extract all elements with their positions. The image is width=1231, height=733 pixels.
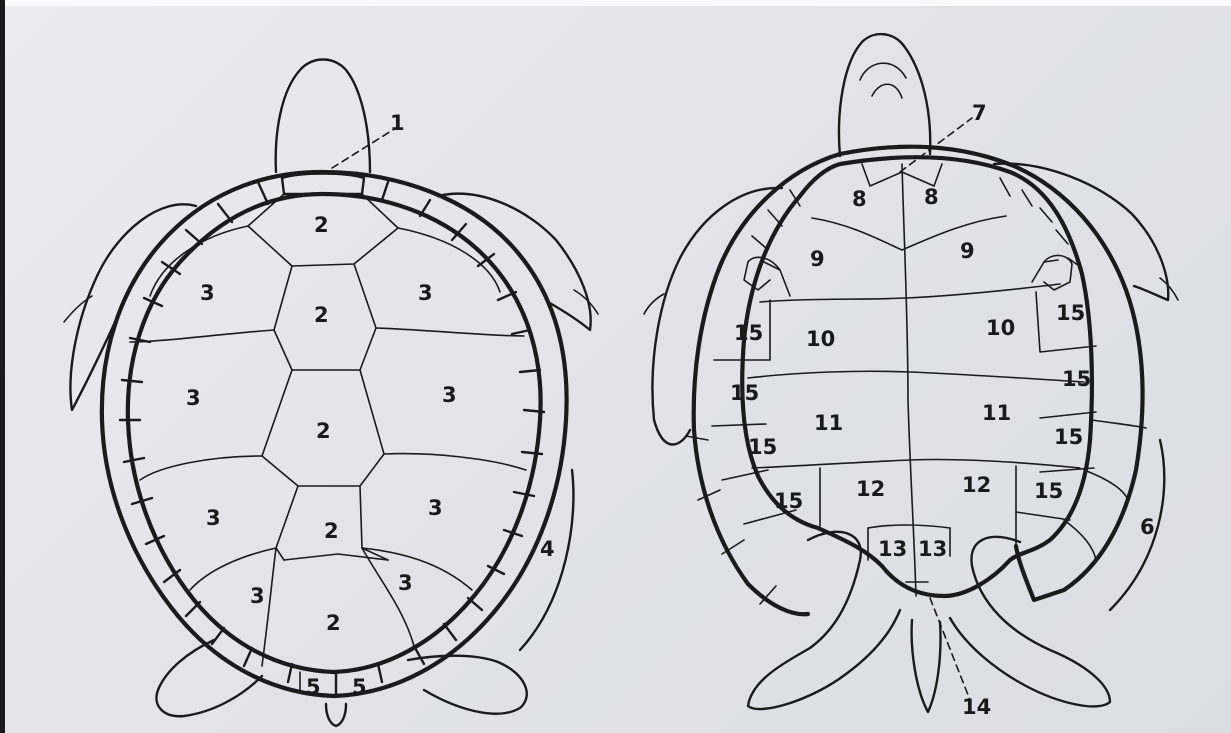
plastron-label-abdominal-left: 10 (806, 327, 835, 351)
carapace-figure: 1 2 2 2 2 2 3 3 3 3 3 3 3 3 4 5 5 (64, 60, 598, 727)
plastron-label-humeral-left: 8 (852, 187, 867, 211)
plastron-head-jaw (860, 63, 906, 80)
plastron-label-anal-right: 12 (962, 473, 991, 497)
plastron-midline (902, 164, 916, 596)
plastron-right-rear-flipper (950, 537, 1110, 706)
carapace-right-front-flipper (438, 194, 591, 330)
carapace-head (276, 60, 370, 173)
carapace-label-costal-right-2: 3 (442, 383, 457, 407)
carapace-label-costal-right-3: 3 (428, 496, 443, 520)
plastron-label-pectoral-right: 9 (960, 239, 975, 263)
carapace-left-front-flipper (70, 204, 196, 410)
carapace-right-rear-flipper (408, 656, 527, 714)
carapace-label-vertebral-5: 2 (326, 611, 341, 635)
carapace-label-vertebral-2: 2 (314, 303, 329, 327)
plastron-label-anal-left: 12 (856, 477, 885, 501)
plastron-label-lower-right: 13 (918, 537, 947, 561)
plastron-figure: 7 8 8 9 9 10 10 11 11 12 12 13 13 14 15 … (644, 34, 1178, 719)
plastron-label-6: 6 (1140, 515, 1155, 539)
plastron-label-inframarginal-r1: 15 (1056, 301, 1085, 325)
nuchal-scute (282, 174, 364, 195)
plastron-label-inframarginal-l3: 15 (748, 435, 777, 459)
plastron-label-humeral-right: 8 (924, 185, 939, 209)
plastron-label-inframarginal-l2: 15 (730, 381, 759, 405)
plastron-label-lower-left: 13 (878, 537, 907, 561)
plastron-label-7: 7 (972, 101, 987, 125)
carapace-label-1: 1 (390, 111, 405, 135)
carapace-label-supracaudal-right: 5 (352, 675, 367, 699)
carapace-label-costal-left-2: 3 (186, 386, 201, 410)
carapace-label-costal-right-1: 3 (418, 281, 433, 305)
plastron-label-femoral-right: 11 (982, 401, 1011, 425)
carapace-label-costal-left-1: 3 (200, 281, 215, 305)
plastron-label-inframarginal-r4: 15 (1034, 479, 1063, 503)
plastron-inner-outline (742, 157, 1092, 596)
plastron-left-front-flipper (652, 188, 782, 445)
carapace-label-costal-left-3: 3 (206, 506, 221, 530)
carapace-leader-line-1 (332, 128, 396, 168)
carapace-label-costal-left-4: 3 (250, 584, 265, 608)
plastron-label-inframarginal-l1: 15 (734, 321, 763, 345)
carapace-label-vertebral-4: 2 (324, 519, 339, 543)
plastron-tail (912, 620, 941, 712)
carapace-left-rear-flipper (156, 640, 262, 716)
plastron-head (839, 34, 930, 156)
plastron-head-chin (872, 84, 902, 98)
carapace-label-supracaudal-left: 5 (306, 675, 321, 699)
plastron-label-inframarginal-l4: 15 (774, 489, 803, 513)
plastron-label-14: 14 (962, 695, 991, 719)
plastron-label-femoral-left: 11 (814, 411, 843, 435)
plastron-label-pectoral-left: 9 (810, 247, 825, 271)
plastron-label-inframarginal-r3: 15 (1054, 425, 1083, 449)
plastron-outer-rim (840, 147, 1143, 600)
carapace-label-vertebral-1: 2 (314, 213, 329, 237)
carapace-tail (326, 704, 346, 726)
plastron-left-rim (694, 154, 840, 614)
plastron-label-inframarginal-r2: 15 (1062, 367, 1091, 391)
carapace-label-costal-right-4: 3 (398, 571, 413, 595)
plastron-label-abdominal-right: 10 (986, 316, 1015, 340)
carapace-label-4: 4 (540, 537, 555, 561)
carapace-label-vertebral-3: 2 (316, 419, 331, 443)
